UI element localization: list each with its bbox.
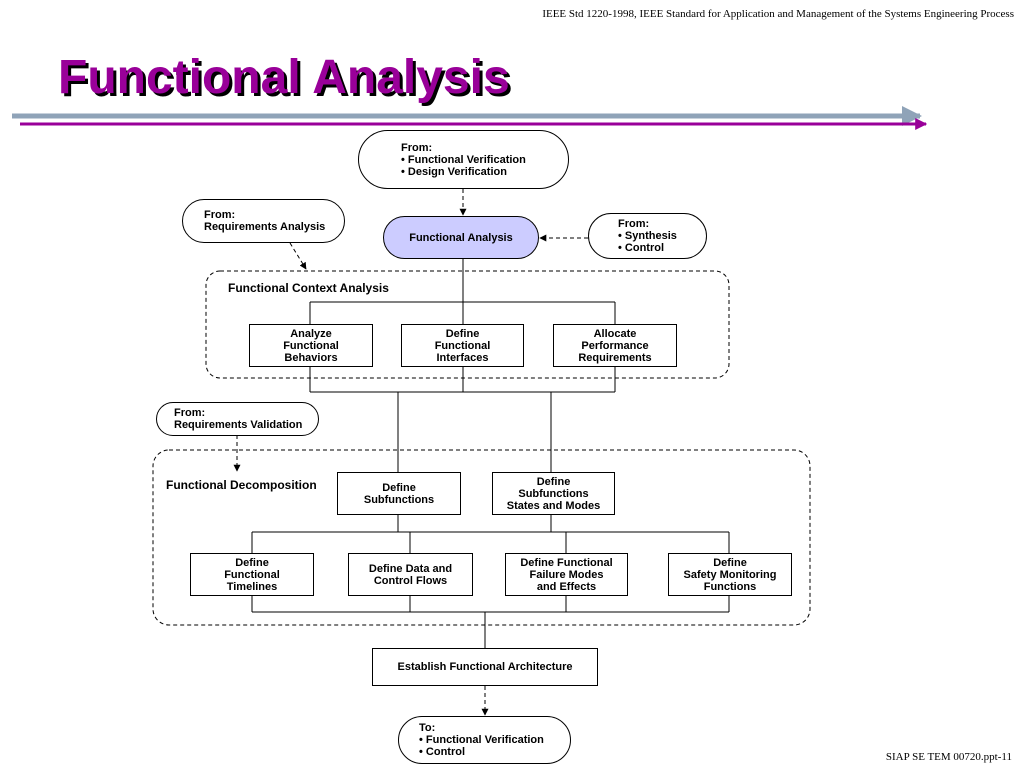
define-failure-modes-effects-box: Define Functional Failure Modes and Effe… <box>505 553 628 596</box>
define-subfunctions-states-modes-box: Define Subfunctions States and Modes <box>492 472 615 515</box>
input-item: • Synthesis <box>618 230 677 242</box>
input-heading: From: <box>204 209 236 221</box>
define-subfunctions-box: Define Subfunctions <box>337 472 461 515</box>
input-heading: From: <box>618 218 650 230</box>
output-item: • Functional Verification <box>419 734 544 746</box>
input-item: • Control <box>618 242 665 254</box>
output-heading: To: <box>419 722 436 734</box>
input-from-synthesis: From: • Synthesis • Control <box>588 213 707 259</box>
define-functional-timelines-box: Define Functional Timelines <box>190 553 314 596</box>
define-functional-interfaces-box: Define Functional Interfaces <box>401 324 524 367</box>
input-from-verification: From: • Functional Verification • Design… <box>358 130 569 189</box>
connectors <box>251 259 730 648</box>
define-safety-monitoring-functions-box: Define Safety Monitoring Functions <box>668 553 792 596</box>
output-to-verification-control: To: • Functional Verification • Control <box>398 716 571 764</box>
input-heading: From: <box>174 407 206 419</box>
context-group-frame <box>205 270 730 379</box>
input-item: • Design Verification <box>401 165 507 178</box>
input-item: • Functional Verification <box>401 153 526 166</box>
establish-functional-architecture-box: Establish Functional Architecture <box>372 648 598 686</box>
input-item: Requirements Analysis <box>204 221 326 233</box>
context-group-label: Functional Context Analysis <box>228 281 389 295</box>
arrow-reqanalysis-to-context <box>289 242 307 270</box>
allocate-performance-requirements-box: Allocate Performance Requirements <box>553 324 677 367</box>
slide-reference: SIAP SE TEM 00720.ppt-11 <box>885 751 1012 763</box>
standard-reference: IEEE Std 1220-1998, IEEE Standard for Ap… <box>542 8 1014 20</box>
decomposition-group-frame <box>152 449 811 626</box>
input-item: Requirements Validation <box>174 419 303 431</box>
input-from-requirements-analysis: From: Requirements Analysis <box>182 199 345 243</box>
analyze-functional-behaviors-box: Analyze Functional Behaviors <box>249 324 373 367</box>
node-label: Functional Analysis <box>409 231 513 244</box>
slide-title: Functional Analysis <box>58 51 510 104</box>
decomposition-group-label: Functional Decomposition <box>166 478 317 492</box>
output-item: • Control <box>419 746 466 758</box>
define-data-control-flows-box: Define Data and Control Flows <box>348 553 473 596</box>
input-from-requirements-validation: From: Requirements Validation <box>156 402 319 436</box>
input-heading: From: <box>401 141 433 154</box>
functional-analysis-node: Functional Analysis <box>383 216 539 259</box>
